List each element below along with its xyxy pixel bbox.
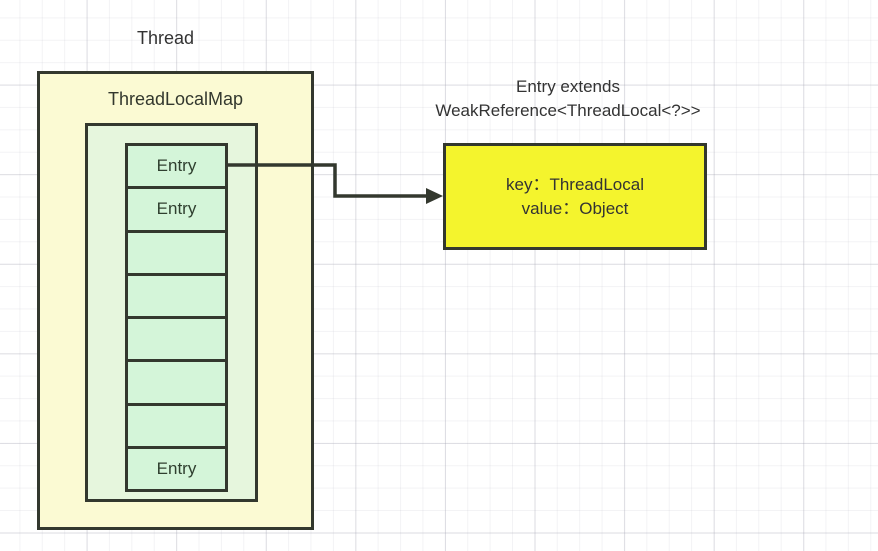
entry-extends-note-line2: WeakReference<ThreadLocal<?>> [435, 101, 701, 120]
entry-cell [128, 233, 225, 276]
entry-detail-box: key：ThreadLocal value：Object [443, 143, 707, 250]
entry-cell [128, 319, 225, 363]
threadlocalmap-title: ThreadLocalMap [107, 89, 244, 109]
entry-cell [128, 362, 225, 406]
entry-cell [128, 406, 225, 449]
entry-detail-key: key：ThreadLocal [506, 174, 644, 194]
entry-cell: Entry [128, 146, 225, 190]
entry-cell: Entry [156, 458, 197, 478]
thread-label: Thread [137, 28, 195, 48]
entry-extends-note: Entry extends WeakReference<ThreadLocal<… [398, 75, 738, 123]
entry-cell: Entry [128, 189, 225, 233]
entry-cell [128, 276, 225, 319]
entry-detail-value: value：Object [521, 198, 629, 218]
entry-stack: Entry Entry Entry [125, 143, 228, 492]
entry-extends-note-line1: Entry extends [516, 77, 620, 96]
